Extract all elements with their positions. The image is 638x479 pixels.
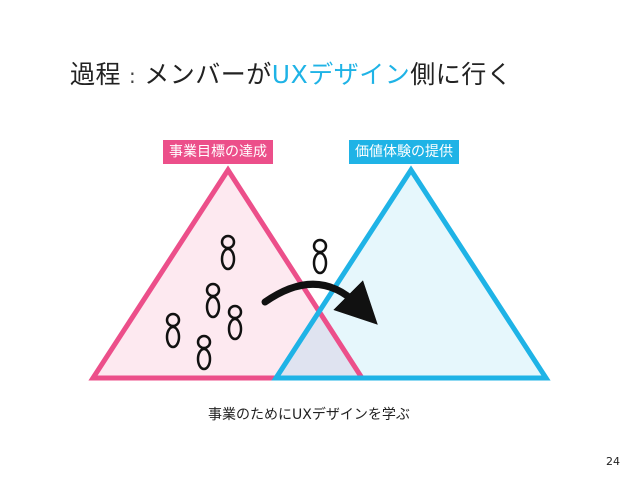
title-part2: メンバーが <box>144 60 272 89</box>
caption-text: 事業のためにUXデザインを学ぶ <box>208 407 410 423</box>
person-icon <box>312 238 328 275</box>
title-part1: 過程 <box>70 60 122 89</box>
person-icon <box>196 334 212 371</box>
blue-triangle-fill <box>276 170 546 378</box>
business-goal-label: 事業目標の達成 <box>163 140 273 164</box>
pink-triangle-outline <box>88 165 367 381</box>
person-icon <box>205 282 221 319</box>
person-icon <box>165 312 181 349</box>
page-number: 24 <box>606 455 620 468</box>
page-title: 過程: メンバーがUXデザイン側に行く <box>70 55 512 91</box>
curved-arrow-icon <box>261 280 378 325</box>
person-icon <box>220 234 236 271</box>
person-icon <box>227 304 243 341</box>
title-colon: : <box>129 64 137 88</box>
pink-triangle-fill <box>93 170 362 378</box>
title-part3: 側に行く <box>410 60 513 89</box>
title-highlight: UXデザイン <box>271 60 411 89</box>
blue-triangle-outline <box>271 165 551 381</box>
value-experience-label: 価値体験の提供 <box>349 140 459 164</box>
